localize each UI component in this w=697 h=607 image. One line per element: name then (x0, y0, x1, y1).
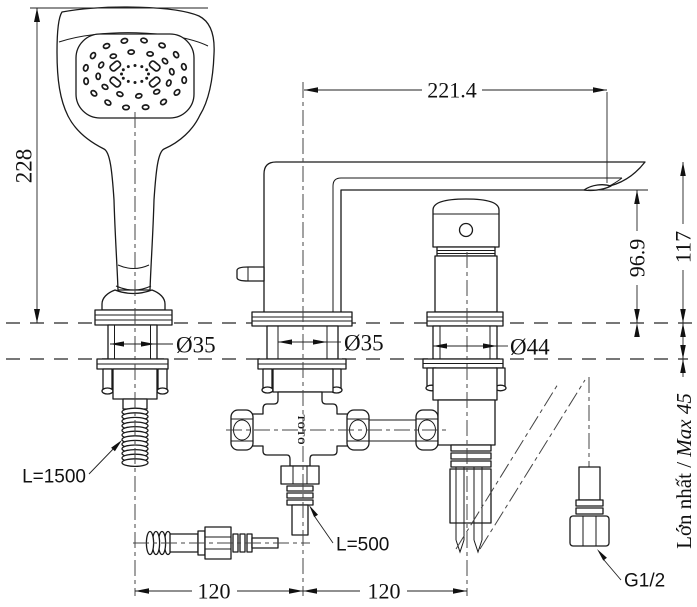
centerlines (133, 82, 468, 596)
dim-hole-right-diameter: Ø44 (510, 335, 550, 360)
dim-spout-outlet-height: 96.9 (625, 239, 650, 278)
dim-spout-reach: 221.4 (427, 78, 477, 103)
label-deck-thickness-prefix: Lớn nhất / (672, 457, 696, 549)
label-shower-hose-length: L=1500 (22, 467, 86, 488)
outlet-hose (291, 504, 309, 536)
hose-sleeve (449, 468, 492, 524)
supply-hoses (455, 467, 483, 554)
label-deck-thickness: Lớn nhất / Max 45 (672, 393, 696, 549)
diverter-knob (236, 266, 265, 282)
mixing-valve-body: TOTO (230, 391, 439, 536)
dim-hole-spacing-left: 120 (198, 579, 231, 604)
handle-index-dot (458, 222, 474, 238)
label-outlet-hose-length: L=500 (336, 535, 389, 556)
shower-nozzles (82, 37, 188, 111)
g12-connector-fitting (455, 377, 610, 550)
dim-spout-top-height: 117 (671, 231, 696, 263)
dim-hole-left-diameter: Ø35 (176, 333, 216, 358)
handle-column (422, 198, 507, 554)
dimension-annotations: 228 221.4 117 96.9 Lớn nhất / (12, 7, 696, 604)
brand-mark: TOTO (295, 414, 305, 445)
label-deck-thickness-max: Max 45 (672, 393, 696, 458)
dim-hole-center-diameter: Ø35 (344, 331, 384, 356)
hand-shower-cap-band (58, 32, 209, 47)
shower-holder-column (94, 289, 173, 468)
label-thread-size: G1/2 (624, 571, 665, 592)
dim-hole-spacing-right: 120 (368, 579, 401, 604)
hand-shower (56, 6, 215, 291)
hand-shower-faceplate (75, 33, 195, 119)
dim-overall-height: 228 (12, 149, 37, 184)
